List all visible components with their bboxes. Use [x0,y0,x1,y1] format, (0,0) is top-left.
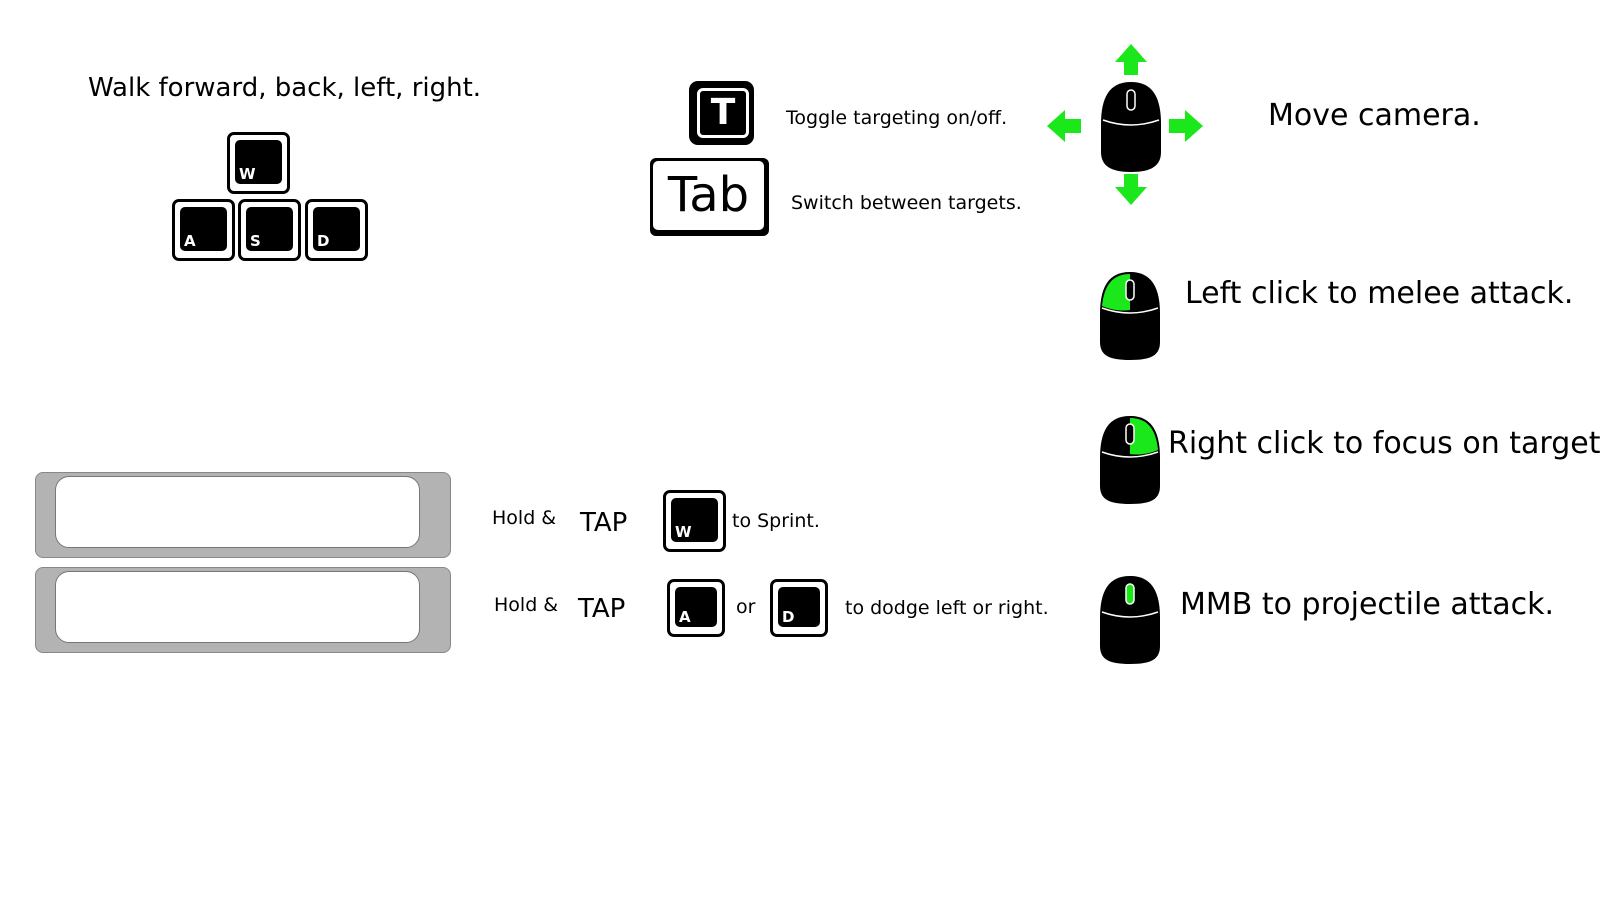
key-t: T [689,81,754,145]
dodge-key-d-label: D [782,608,795,626]
dodge-key-a-label: A [679,608,691,626]
dodge-key-d: D [770,579,828,637]
dodge-tap-text: TAP [578,594,626,624]
right-click-text: Right click to focus on target. [1168,426,1600,461]
mmb-text: MMB to projectile attack. [1180,587,1555,622]
key-a-label: A [184,232,196,250]
switch-targets-text: Switch between targets. [791,192,1022,214]
movement-title: Walk forward, back, left, right. [88,73,482,103]
dodge-or-text: or [736,596,756,618]
spacebar-key-sprint [35,472,451,558]
dodge-hold-text: Hold & [494,594,559,616]
sprint-text: to Sprint. [732,510,820,532]
key-w: W [227,132,290,194]
left-click-text: Left click to melee attack. [1185,276,1574,311]
key-t-label: T [710,92,736,133]
key-s: S [238,199,301,261]
key-d: D [305,199,368,261]
key-w-label: W [239,165,256,183]
move-camera-mouse-icon [1047,44,1203,205]
dodge-key-a: A [667,579,725,637]
key-s-label: S [250,232,261,250]
spacebar-key-dodge [35,567,451,653]
sprint-key-w-label: W [675,523,692,541]
left-click-mouse-icon [1100,272,1160,360]
mmb-mouse-icon [1100,576,1160,664]
key-tab: Tab [650,158,769,236]
key-tab-label: Tab [667,167,750,223]
toggle-targeting-text: Toggle targeting on/off. [786,107,1008,129]
right-click-mouse-icon [1100,416,1160,504]
move-camera-text: Move camera. [1268,98,1481,133]
sprint-tap-text: TAP [580,508,628,538]
key-d-label: D [317,232,330,250]
sprint-hold-text: Hold & [492,507,557,529]
key-a: A [172,199,235,261]
dodge-text: to dodge left or right. [845,597,1049,619]
sprint-key-w: W [663,490,726,552]
